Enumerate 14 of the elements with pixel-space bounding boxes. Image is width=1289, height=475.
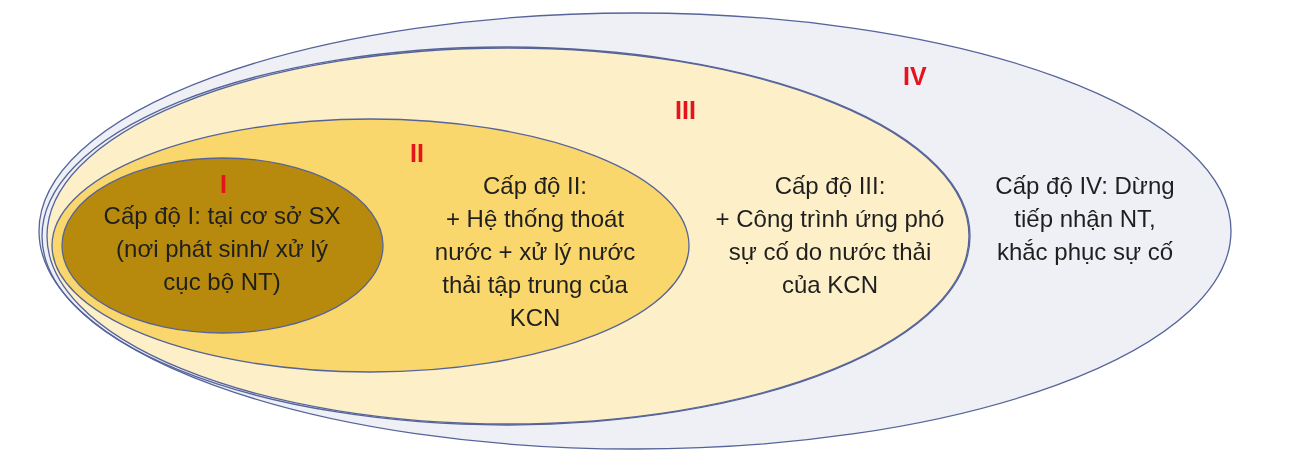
level-numeral: II bbox=[410, 140, 424, 167]
level-numeral: I bbox=[220, 171, 227, 198]
level-ellipse bbox=[61, 157, 384, 334]
level-ellipse bbox=[46, 47, 970, 425]
level-description: + Công trình ứng phó sự cố do nước thải của KCN bbox=[714, 204, 946, 300]
level-ellipse bbox=[38, 12, 1232, 450]
level-numeral: IV bbox=[903, 63, 927, 90]
level-description: Cấp độ IV: Dừng tiếp nhận NT, khắc phục sự cố bbox=[994, 171, 1176, 267]
level-title: Cấp độ II: bbox=[482, 171, 588, 201]
level-title: Cấp độ III: bbox=[774, 171, 886, 201]
level-ellipse bbox=[51, 118, 690, 373]
level-description: + Hệ thống thoát nước + xử lý nước thải tập trung của KCN bbox=[433, 204, 637, 333]
level-description: Cấp độ I: tại cơ sở SX (nơi phát sinh/ xử lý cục bộ NT) bbox=[102, 201, 342, 297]
level-numeral: III bbox=[675, 97, 696, 124]
